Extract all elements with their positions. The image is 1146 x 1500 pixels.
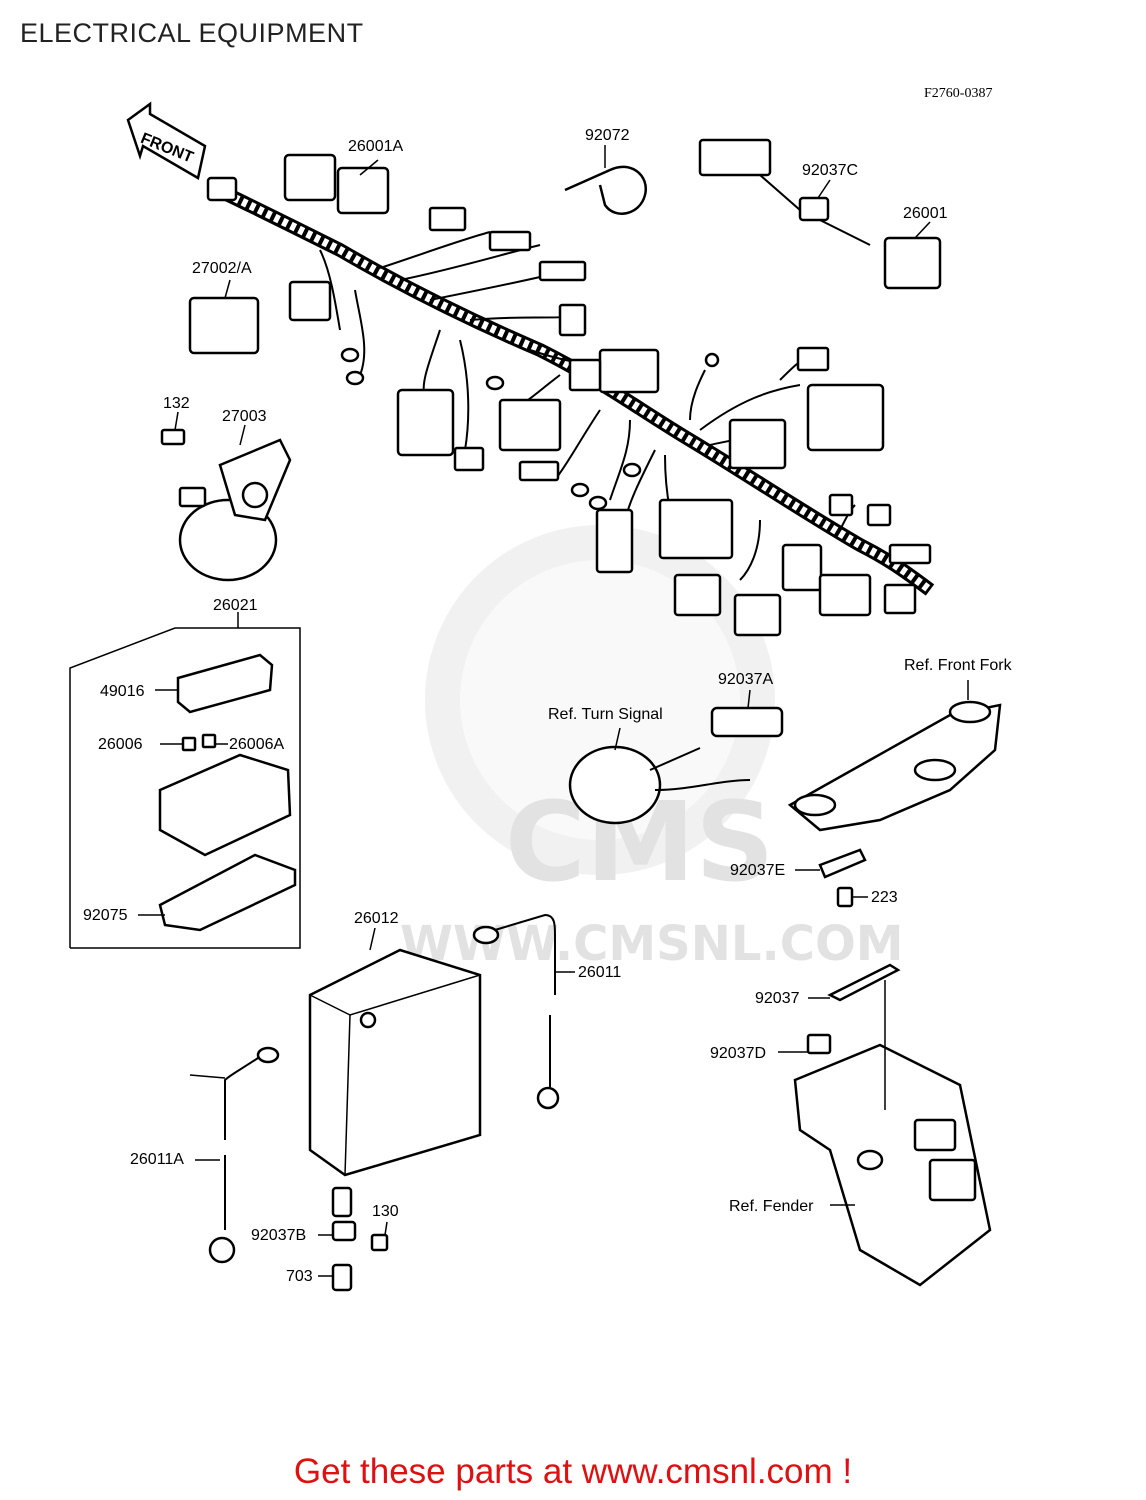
- callout-26001: 26001: [903, 205, 948, 222]
- part-130-bolt: [370, 1221, 389, 1252]
- part-92037E-clamp: [795, 848, 868, 908]
- callout-26006A: 26006A: [229, 736, 285, 753]
- callout-92037E: 92037E: [730, 862, 786, 879]
- callout-27002A: 27002/A: [192, 260, 252, 277]
- ref-front-fork-bracket: [787, 680, 1002, 832]
- callout-130: 130: [372, 1203, 399, 1220]
- part-92037A-clamp: [710, 689, 784, 738]
- callout-ref-front-fork: Ref. Front Fork: [904, 657, 1012, 674]
- callout-92037: 92037: [755, 990, 800, 1007]
- part-26011A-battery-cable: [189, 1046, 280, 1264]
- callout-132: 132: [163, 395, 190, 412]
- callout-92037B: 92037B: [251, 1227, 307, 1244]
- part-92037-clip: [808, 963, 901, 1002]
- callout-26012: 26012: [354, 910, 399, 927]
- callout-27003: 27003: [222, 408, 267, 425]
- main-wiring-harness: [206, 153, 935, 637]
- part-92072-cable-tie: [564, 145, 648, 215]
- part-26011-battery-cable: [472, 913, 575, 1110]
- callout-26011: 26011: [578, 964, 622, 981]
- callout-703: 703: [286, 1268, 313, 1285]
- page-title: ELECTRICAL EQUIPMENT: [20, 18, 364, 48]
- callout-92075: 92075: [83, 907, 128, 924]
- callout-92072: 92072: [585, 127, 630, 144]
- callout-92037C: 92037C: [802, 162, 859, 179]
- part-26021-fuse-box-group: [69, 612, 301, 949]
- drawing-code: F2760-0387: [924, 86, 993, 101]
- callout-26021: 26021: [213, 597, 258, 614]
- callout-223: 223: [871, 889, 898, 906]
- part-92037D-clip: [778, 1033, 832, 1055]
- callout-26011A: 26011A: [130, 1151, 184, 1168]
- callout-26006: 26006: [98, 736, 143, 753]
- part-26001-sub-harness: [698, 138, 942, 290]
- callout-92037A: 92037A: [718, 671, 774, 688]
- part-703-nut: [318, 1263, 353, 1292]
- callout-26001A: 26001A: [348, 138, 404, 155]
- watermark-url-text: WWW.CMSNL.COM: [400, 916, 904, 972]
- callout-ref-fender: Ref. Fender: [729, 1198, 814, 1215]
- callout-49016: 49016: [100, 683, 145, 700]
- ref-rear-fender: [793, 980, 992, 1287]
- get-parts-link[interactable]: Get these parts at www.cmsnl.com !: [293, 1452, 853, 1491]
- callout-92037D: 92037D: [710, 1045, 767, 1062]
- ref-turn-signal: [568, 727, 751, 825]
- callout-ref-turn-signal: Ref. Turn Signal: [548, 706, 663, 723]
- part-27002-relay: [188, 279, 260, 355]
- part-92037B-terminal-cover: [318, 1186, 357, 1242]
- part-27003-horn: [160, 411, 292, 582]
- part-26012-battery: [308, 927, 482, 1177]
- front-direction-arrow: FRONT: [126, 101, 207, 180]
